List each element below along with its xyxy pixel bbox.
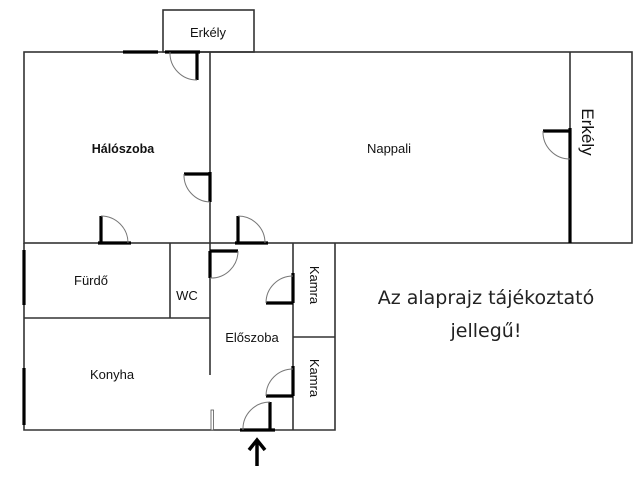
disclaimer-line-1: Az alaprajz tájékoztató [378,287,595,309]
doors [98,51,571,432]
door-living-bottom [235,215,268,245]
room-label-kamra-2: Kamra [307,359,322,398]
door-pantry-2 [265,366,295,398]
door-entrance [240,401,275,432]
room-label-erkely-right: Erkély [578,108,597,156]
door-pantry-1 [265,273,295,305]
windows [22,50,572,425]
arrow-up-icon [247,437,267,466]
door-living-balcony [542,129,571,160]
upper-block-outline [23,51,633,244]
room-label-eloszoba: Előszoba [225,330,279,345]
disclaimer-line-2: jellegű! [450,320,522,342]
room-label-erkely-top: Erkély [190,25,227,40]
room-label-nappali: Nappali [367,141,411,156]
door-balcony-bedroom [169,51,199,81]
door-wc [208,249,239,279]
room-label-konyha: Konyha [90,367,135,382]
room-label-haloszoba: Hálószoba [92,142,156,156]
room-label-wc: WC [176,288,198,303]
room-label-kamra-1: Kamra [307,266,322,305]
door-bedroom-bottom [98,215,131,245]
door-bedroom-living [183,172,212,203]
room-label-furdo: Fürdő [74,273,108,288]
